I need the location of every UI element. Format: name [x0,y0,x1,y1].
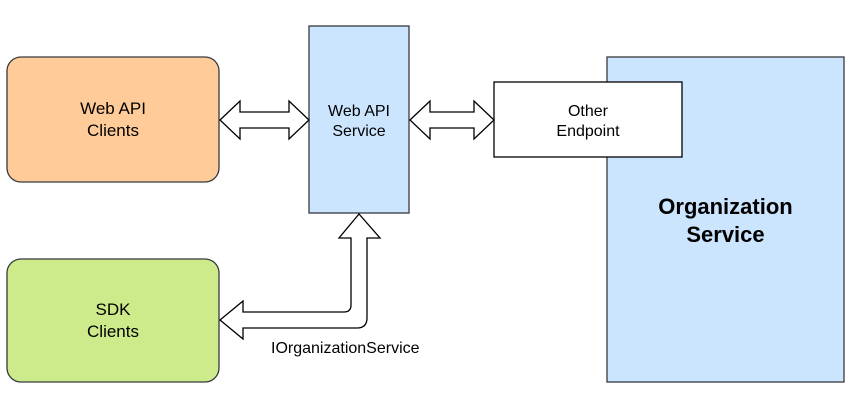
web-api-clients-label-line1: Web API [80,99,146,118]
other-endpoint-node: Other Endpoint [493,81,683,158]
sdk-service-connector-arrow [218,212,382,341]
sdk-clients-node: SDK Clients [6,258,220,383]
web-api-service-label-line2: Service [332,123,385,140]
web-api-clients-box [6,56,220,183]
organization-service-label-line1: Organization [658,194,792,219]
other-endpoint-label-line2: Endpoint [556,123,620,140]
sdk-clients-box [6,258,220,383]
web-api-clients-label-line2: Clients [87,121,139,140]
web-api-clients-node: Web API Clients [6,56,220,183]
clients-service-double-arrow [219,99,310,141]
web-api-service-box [308,25,410,214]
service-endpoint-double-arrow [409,99,495,141]
web-api-service-node: Web API Service [308,25,410,214]
sdk-clients-label-line2: Clients [87,322,139,341]
organization-service-label-line2: Service [686,222,764,247]
other-endpoint-label-line1: Other [568,103,609,120]
web-api-service-label-line1: Web API [328,103,390,120]
sdk-clients-label-line1: SDK [96,300,132,319]
sdk-service-connector-label: IOrganizationService [271,340,420,357]
